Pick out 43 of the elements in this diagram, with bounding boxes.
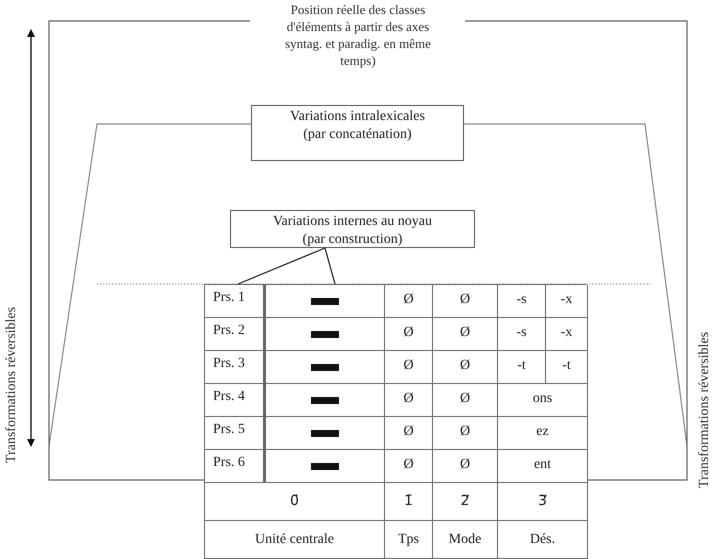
- table-cell: Ø: [385, 384, 433, 417]
- frame-heading: Position réelle des classes d'éléments à partir des axes syntag. et paradig. en même temps): [284, 1, 432, 69]
- text-box: Variations internes au noyau (par construction): [230, 210, 475, 248]
- table-cell: ez: [498, 417, 588, 450]
- table-cell: -x: [546, 318, 588, 351]
- table-cell: Ø: [433, 351, 498, 384]
- table-cell: -x: [546, 285, 588, 318]
- table-cell: Ø: [433, 318, 498, 351]
- axis-label: Transformations réversibles: [3, 306, 20, 466]
- table-cell: Prs. 5: [205, 417, 264, 450]
- table-cell: Dés.: [498, 521, 588, 559]
- table-cell: Ø: [385, 417, 433, 450]
- leader-line: [324, 248, 336, 284]
- table-cell: -s: [498, 318, 546, 351]
- table-cell: -t: [498, 351, 546, 384]
- table-cell: Unité centrale: [205, 521, 385, 559]
- table-cell: Prs. 2: [205, 318, 264, 351]
- table-cell: 1̄: [385, 483, 433, 521]
- table-cell: Prs. 6: [205, 450, 264, 483]
- table-cell: Prs. 3: [205, 351, 264, 384]
- table-cell: Ø: [433, 285, 498, 318]
- leader-line: [238, 247, 326, 285]
- table-cell: Prs. 4: [205, 384, 264, 417]
- text-box: Variations intralexicales (par concaténation): [251, 105, 464, 161]
- table-cell: Ø: [433, 450, 498, 483]
- table-cell: Prs. 1: [205, 285, 264, 318]
- paradigm-table: [204, 284, 587, 559]
- table-cell: Ø: [433, 384, 498, 417]
- table-cell: Ø: [385, 285, 433, 318]
- table-cell: ent: [498, 450, 588, 483]
- table-cell: Ø: [385, 450, 433, 483]
- table-cell: Ø: [385, 318, 433, 351]
- table-cell: 2⃗: [433, 483, 498, 521]
- table-cell: Ø: [433, 417, 498, 450]
- table-cell: -t: [546, 351, 588, 384]
- table-cell: 3⃗: [498, 483, 588, 521]
- table-cell: Ø: [385, 351, 433, 384]
- table-cell: ons: [498, 384, 588, 417]
- axis-label: Transformations réversibles: [696, 330, 713, 490]
- table-cell: 0̈: [205, 483, 385, 521]
- table-cell: -s: [498, 285, 546, 318]
- table-cell: Mode: [433, 521, 498, 559]
- table-cell: Tps: [385, 521, 433, 559]
